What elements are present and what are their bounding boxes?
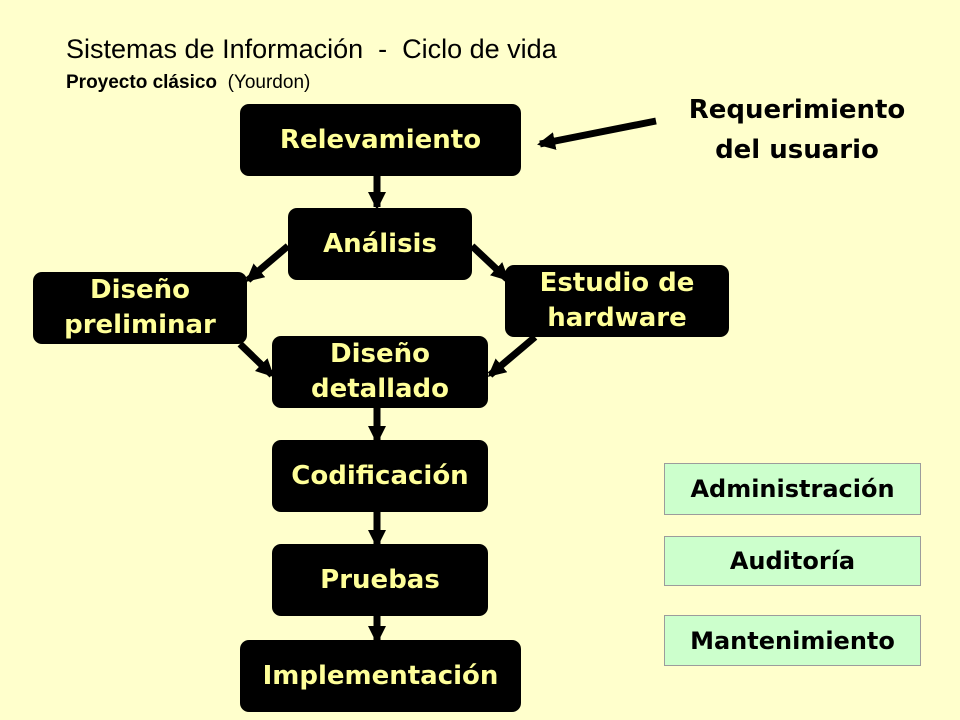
- requirement-line-2: del usuario: [715, 135, 879, 165]
- node-implementacion: Implementación: [240, 640, 521, 712]
- arrow-analisis-diseno-preliminar: [245, 243, 291, 283]
- requirement-line-1: Requerimiento: [688, 95, 906, 125]
- side-box-administracion: Administración: [664, 463, 921, 515]
- arrow-estudio-hardware-detallado: [487, 334, 538, 378]
- node-estudio-hardware-line-2: hardware: [547, 303, 687, 333]
- node-diseno-preliminar: Diseño preliminar: [33, 272, 247, 344]
- node-pruebas-label: Pruebas: [320, 564, 440, 595]
- node-codificacion-label: Codificación: [291, 460, 469, 491]
- node-implementacion-label: Implementación: [262, 660, 499, 691]
- node-estudio-hardware-line-1: Estudio de: [539, 268, 695, 298]
- node-diseno-preliminar-line-2: preliminar: [64, 310, 216, 340]
- node-analisis-label: Análisis: [323, 228, 437, 259]
- user-requirement-label: Requerimiento del usuario: [652, 90, 942, 170]
- slide-title: Sistemas de Información - Ciclo de vida: [66, 34, 557, 64]
- node-analisis: Análisis: [288, 208, 472, 280]
- subtitle-project: Proyecto clásico: [66, 72, 218, 93]
- node-relevamiento: Relevamiento: [240, 104, 521, 176]
- node-codificacion: Codificación: [272, 440, 488, 512]
- node-diseno-preliminar-line-1: Diseño: [90, 275, 190, 305]
- node-estudio-hardware: Estudio de hardware: [505, 265, 729, 337]
- side-box-auditoria-label: Auditoría: [729, 547, 856, 575]
- side-box-auditoria: Auditoría: [664, 536, 921, 586]
- node-diseno-detallado-line-1: Diseño: [330, 339, 430, 369]
- arrow-analisis-estudio-hardware: [469, 243, 510, 282]
- node-diseno-detallado: Diseño detallado: [272, 336, 488, 408]
- slide-subtitle: Proyecto clásico (Yourdon): [66, 72, 310, 94]
- side-box-administracion-label: Administración: [690, 475, 895, 503]
- subtitle-author: (Yourdon): [217, 72, 311, 93]
- node-relevamiento-label: Relevamiento: [279, 124, 482, 155]
- node-pruebas: Pruebas: [272, 544, 488, 616]
- side-box-mantenimiento-label: Mantenimiento: [690, 626, 895, 655]
- side-box-mantenimiento: Mantenimiento: [664, 615, 921, 666]
- requirement-arrow: [537, 117, 657, 150]
- arrow-diseno-preliminar-detallado: [237, 341, 275, 378]
- node-diseno-detallado-line-2: detallado: [310, 374, 450, 404]
